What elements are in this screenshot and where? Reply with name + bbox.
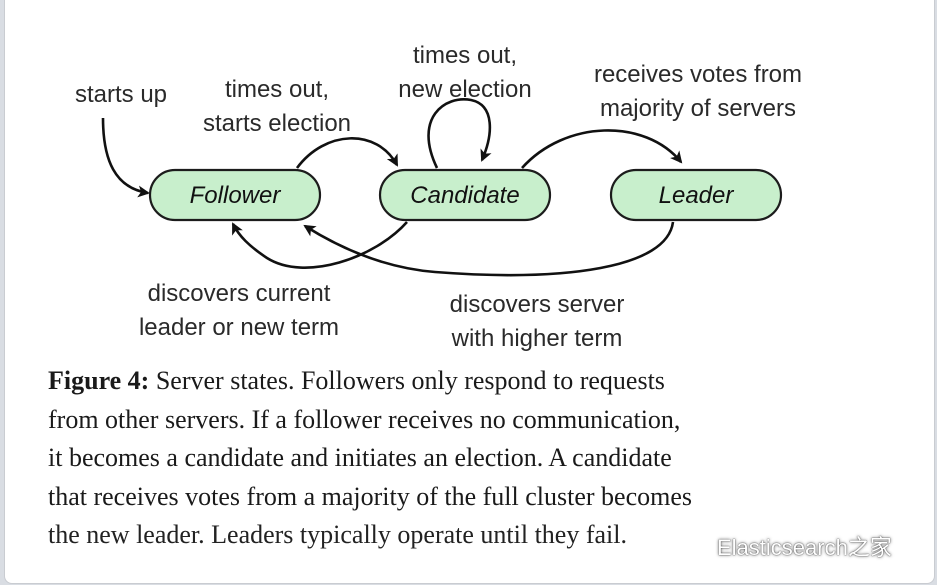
arrow-follower-to-candidate — [295, 137, 399, 169]
label-timeout-start-2: starts election — [203, 110, 351, 137]
label-timeout-new-2: new election — [398, 76, 531, 103]
figure-frame: Follower Candidate Leader starts up time… — [4, 0, 935, 584]
label-discover-server-2: with higher term — [451, 325, 623, 352]
arrow-leader-to-follower — [303, 221, 675, 277]
label-votes-1: receives votes from — [594, 61, 802, 88]
label-discover-leader-2: leader or new term — [139, 314, 339, 341]
node-candidate-label: Candidate — [410, 182, 519, 209]
label-timeout-new-1: times out, — [413, 42, 517, 69]
caption-label: Figure 4: — [48, 366, 150, 395]
watermark: Elasticsearch之家 — [677, 530, 892, 562]
label-timeout-start-1: times out, — [225, 76, 329, 103]
figure-caption: Figure 4: Server states. Followers only … — [48, 362, 848, 555]
node-follower: Follower — [148, 168, 322, 222]
caption-line-1: Server states. Followers only respond to… — [149, 366, 665, 395]
node-follower-label: Follower — [190, 182, 282, 209]
caption-line-4: that receives votes from a majority of t… — [48, 481, 692, 511]
label-discover-leader-1: discovers current — [148, 280, 331, 307]
caption-line-3: it becomes a candidate and initiates an … — [48, 443, 672, 472]
label-discover-server-1: discovers server — [450, 291, 625, 318]
label-starts-up: starts up — [75, 81, 167, 108]
arrow-starts-up — [101, 117, 150, 198]
watermark-text: Elasticsearch之家 — [717, 535, 892, 560]
node-leader-label: Leader — [659, 182, 735, 209]
wechat-icon — [678, 533, 709, 558]
raft-state-diagram: Follower Candidate Leader starts up time… — [75, 42, 802, 352]
arrow-candidate-to-follower — [231, 221, 408, 269]
label-votes-2: majority of servers — [600, 95, 796, 122]
arrow-candidate-self-loop — [427, 98, 492, 169]
node-leader: Leader — [609, 168, 783, 222]
caption-line-5: the new leader. Leaders typically operat… — [48, 520, 627, 549]
arrow-candidate-to-leader — [521, 129, 683, 169]
caption-line-2: from other servers. If a follower receiv… — [48, 404, 681, 434]
node-candidate: Candidate — [378, 168, 552, 222]
